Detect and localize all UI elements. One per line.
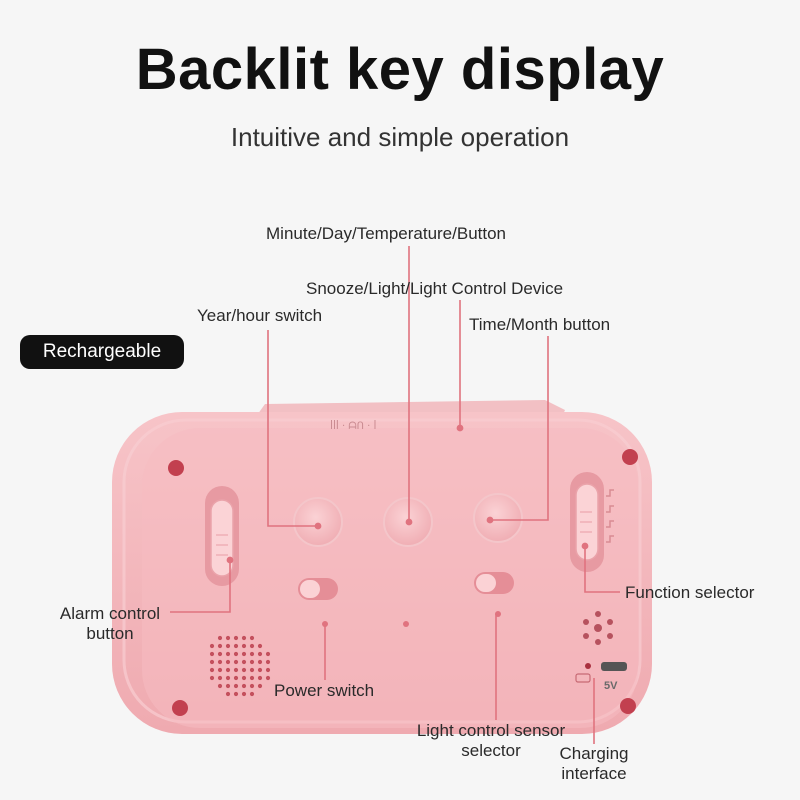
grille-hole: [265, 667, 271, 673]
grille-hole: [233, 659, 239, 665]
grille-hole: [217, 651, 223, 657]
page-subtitle: Intuitive and simple operation: [230, 122, 570, 152]
screw-hole-bottom-left: [172, 700, 188, 716]
grille-hole: [209, 659, 215, 665]
grille-hole: [217, 683, 223, 689]
svg-text:ꟾꟾꟾ · ᗩᑎ · ꟾ: ꟾꟾꟾ · ᗩᑎ · ꟾ: [330, 419, 377, 432]
port-voltage-label: 5V: [604, 680, 618, 692]
grille-hole: [241, 683, 247, 689]
grille-hole: [257, 659, 263, 665]
grille-hole: [217, 667, 223, 673]
grille-hole: [233, 635, 239, 641]
grille-hole: [257, 667, 263, 673]
grille-hole: [265, 675, 271, 681]
grille-hole: [257, 651, 263, 657]
grille-hole: [241, 667, 247, 673]
grille-hole: [249, 659, 255, 665]
label-function-selector: Function selector: [625, 583, 755, 602]
grille-hole: [233, 667, 239, 673]
grille-hole: [257, 643, 263, 649]
screw-hole-top-right: [622, 449, 638, 465]
grille-hole: [241, 651, 247, 657]
light-sensor-dots: [583, 611, 613, 645]
grille-hole: [249, 683, 255, 689]
grille-hole: [225, 643, 231, 649]
alarm-slider-knob[interactable]: [210, 499, 234, 577]
rechargeable-badge: Rechargeable: [20, 335, 184, 369]
year-hour-button[interactable]: [293, 497, 343, 547]
grille-hole: [249, 675, 255, 681]
grille-hole: [225, 683, 231, 689]
grille-hole: [241, 635, 247, 641]
grille-hole: [241, 659, 247, 665]
grille-hole: [217, 659, 223, 665]
usb-charging-port: [601, 662, 627, 671]
grille-hole: [249, 691, 255, 697]
label-snooze-light: Snooze/Light/Light Control Device: [306, 279, 564, 298]
grille-hole: [209, 651, 215, 657]
grille-hole: [249, 651, 255, 657]
label-light-control-sensor: Light control sensor selector: [416, 721, 566, 760]
grille-hole: [241, 691, 247, 697]
grille-hole: [257, 675, 263, 681]
grille-hole: [257, 683, 263, 689]
grille-hole: [225, 691, 231, 697]
grille-hole: [249, 635, 255, 641]
grille-hole: [241, 675, 247, 681]
grille-hole: [225, 667, 231, 673]
label-power-switch: Power switch: [274, 681, 375, 700]
callout-lines: [170, 246, 620, 744]
grille-hole: [241, 643, 247, 649]
grille-hole: [209, 675, 215, 681]
grille-hole: [225, 651, 231, 657]
screw-hole-bottom-right: [620, 698, 636, 714]
label-time-month-button: Time/Month button: [469, 315, 611, 334]
grille-hole: [233, 691, 239, 697]
time-month-button[interactable]: [473, 493, 523, 543]
screw-hole-top-left: [168, 460, 184, 476]
grille-hole: [209, 643, 215, 649]
function-mode-icons: [606, 489, 614, 543]
speaker-grille: [209, 635, 271, 697]
grille-hole: [233, 651, 239, 657]
grille-hole: [265, 659, 271, 665]
grille-hole: [249, 643, 255, 649]
label-year-hour-switch: Year/hour switch: [197, 306, 323, 325]
grille-hole: [233, 683, 239, 689]
grille-hole: [217, 635, 223, 641]
label-minute-day-temperature: Minute/Day/Temperature/Button: [266, 224, 507, 243]
grille-hole: [217, 675, 223, 681]
grille-hole: [209, 667, 215, 673]
label-charging-interface: Charging interface: [559, 744, 629, 783]
grille-hole: [225, 675, 231, 681]
grille-hole: [225, 659, 231, 665]
grille-hole: [217, 643, 223, 649]
battery-icon: [575, 673, 591, 683]
grille-hole: [225, 635, 231, 641]
grille-hole: [265, 651, 271, 657]
page-title: Backlit key display: [135, 37, 665, 102]
label-alarm-control: Alarm control button: [59, 604, 161, 643]
grille-hole: [249, 667, 255, 673]
grille-hole: [233, 643, 239, 649]
grille-hole: [233, 675, 239, 681]
